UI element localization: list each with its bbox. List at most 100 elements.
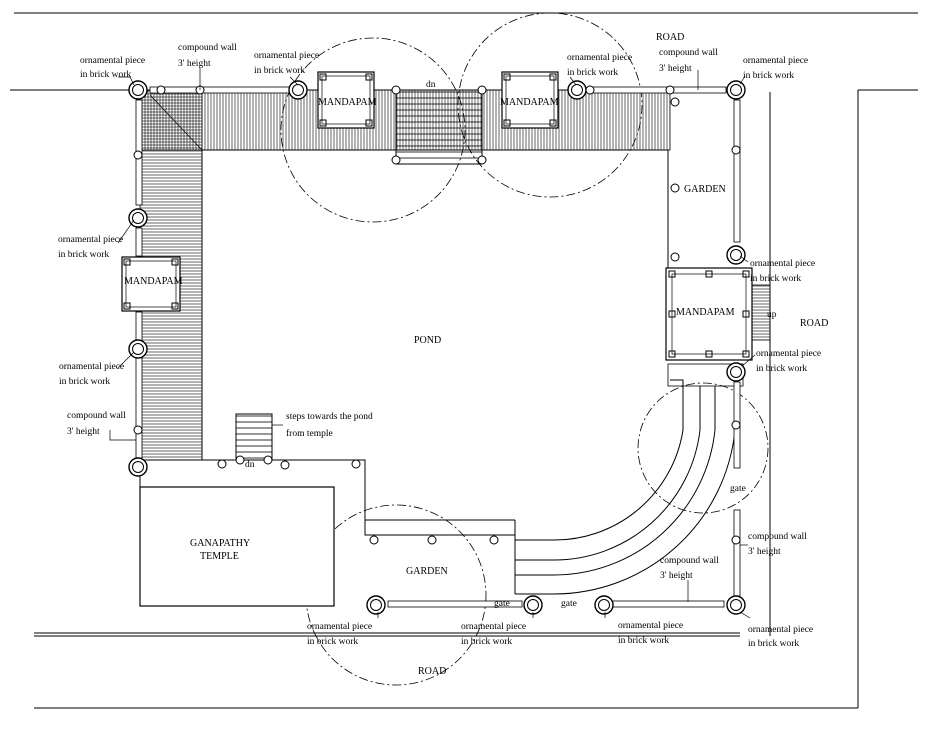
ornamental-label-6a: ornamental piece xyxy=(59,362,124,372)
ornamental-piece-13 xyxy=(726,595,746,615)
ornamental-piece-6 xyxy=(128,339,148,359)
mandapam-left xyxy=(121,256,181,312)
labels: ROAD ROAD ROAD POND GARDEN GARDEN MANDAP… xyxy=(58,32,828,677)
dn-label-top: dn xyxy=(426,80,436,90)
ornamental-label-3a: ornamental piece xyxy=(567,53,632,63)
ornamental-piece-10 xyxy=(366,595,386,615)
column-6 xyxy=(369,535,379,545)
column-18 xyxy=(585,85,595,95)
column-17 xyxy=(477,155,487,165)
ornamental-label-8a: ornamental piece xyxy=(756,349,821,359)
road-top-label: ROAD xyxy=(656,32,684,43)
ornamental-label-11a: ornamental piece xyxy=(618,621,683,631)
mandapam-right xyxy=(665,267,771,361)
compound-label-2a: compound wall xyxy=(659,48,718,58)
column-10 xyxy=(670,252,680,262)
column-14 xyxy=(391,85,401,95)
ornamental-label-2a: ornamental piece xyxy=(254,51,319,61)
mandapam-top-right-label: MANDAPAM xyxy=(500,97,559,108)
ornamental-label-6b: in brick work xyxy=(59,377,110,387)
road-bottom-label: ROAD xyxy=(418,666,446,677)
compound-label-4b: 3' height xyxy=(748,547,781,557)
ornamental-piece-1 xyxy=(128,80,148,100)
mandapam-top-left xyxy=(317,71,375,129)
mandapam-left-label: MANDAPAM xyxy=(124,276,183,287)
ornamental-piece-4 xyxy=(726,80,746,100)
ornamental-piece-8 xyxy=(726,362,746,382)
ornamental-piece-11 xyxy=(523,595,543,615)
ornamental-label-9b: in brick work xyxy=(307,637,358,647)
garden-bottom-label: GARDEN xyxy=(406,566,448,577)
gate-label-bottom-2: gate xyxy=(561,599,577,609)
ornamental-piece-9 xyxy=(128,457,148,477)
mandapam-top-left-label: MANDAPAM xyxy=(318,97,377,108)
garden-right-label: GARDEN xyxy=(684,184,726,195)
ornamental-piece-3 xyxy=(567,80,587,100)
pond-label: POND xyxy=(414,335,441,346)
mandapam-top-right xyxy=(501,71,559,129)
column-20 xyxy=(133,150,143,160)
road-right-label: ROAD xyxy=(800,318,828,329)
steps-label-2: from temple xyxy=(286,428,333,439)
compound-label-4a: compound wall xyxy=(748,532,807,542)
steps-label-1: steps towards the pond xyxy=(286,412,373,422)
column-19 xyxy=(665,85,675,95)
ornamental-label-10a: ornamental piece xyxy=(461,622,526,632)
compound-label-1b: 3' height xyxy=(178,59,211,69)
gate-label-right: gate xyxy=(730,484,746,494)
compound-label-3b: 3' height xyxy=(67,427,100,437)
ornamental-label-4a: ornamental piece xyxy=(743,56,808,66)
tree-circles xyxy=(280,12,769,686)
temple-label-1: GANAPATHY xyxy=(190,538,250,549)
compound-label-3a: compound wall xyxy=(67,411,126,421)
temple-label-2: TEMPLE xyxy=(200,551,239,562)
column-16 xyxy=(391,155,401,165)
compound-label-5a: compound wall xyxy=(660,556,719,566)
ornamental-pieces xyxy=(128,80,746,615)
ornamental-piece-5 xyxy=(128,208,148,228)
up-label: up xyxy=(767,310,777,320)
ornamental-label-2b: in brick work xyxy=(254,66,305,76)
compound-label-5b: 3' height xyxy=(660,571,693,581)
walkway xyxy=(139,89,671,536)
ornamental-piece-7 xyxy=(726,245,746,265)
ornamental-label-5a: ornamental piece xyxy=(58,235,123,245)
column-24 xyxy=(731,535,741,545)
gate-label-bottom-1: gate xyxy=(494,599,510,609)
ornamental-label-1b: in brick work xyxy=(80,70,131,80)
column-3 xyxy=(263,455,273,465)
column-2 xyxy=(235,455,245,465)
column-22 xyxy=(731,145,741,155)
column-5 xyxy=(351,459,361,469)
column-12 xyxy=(156,85,166,95)
ornamental-label-11b: in brick work xyxy=(618,636,669,646)
compound-label-2b: 3' height xyxy=(659,64,692,74)
column-21 xyxy=(133,425,143,435)
compound-label-1a: compound wall xyxy=(178,43,237,53)
ornamental-label-3b: in brick work xyxy=(567,68,618,78)
column-8 xyxy=(489,535,499,545)
mandapam-right-label: MANDAPAM xyxy=(676,307,735,318)
ornamental-label-4b: in brick work xyxy=(743,71,794,81)
ornamental-label-7a: ornamental piece xyxy=(750,259,815,269)
ganapathy-temple xyxy=(139,486,335,607)
column-1 xyxy=(217,459,227,469)
column-15 xyxy=(477,85,487,95)
ornamental-label-1a: ornamental piece xyxy=(80,56,145,66)
ornamental-label-12b: in brick work xyxy=(748,639,799,649)
dn-label-temple: dn xyxy=(245,460,255,470)
ornamental-label-9a: ornamental piece xyxy=(307,622,372,632)
ornamental-label-8b: in brick work xyxy=(756,364,807,374)
column-4 xyxy=(280,460,290,470)
ornamental-label-10b: in brick work xyxy=(461,637,512,647)
ornamental-label-7b: in brick work xyxy=(750,274,801,284)
column-11 xyxy=(670,97,680,107)
column-7 xyxy=(427,535,437,545)
temple-steps xyxy=(235,413,273,461)
ornamental-label-5b: in brick work xyxy=(58,250,109,260)
leader-lines xyxy=(109,68,756,619)
column-9 xyxy=(670,183,680,193)
ornamental-piece-2 xyxy=(288,80,308,100)
column-23 xyxy=(731,420,741,430)
